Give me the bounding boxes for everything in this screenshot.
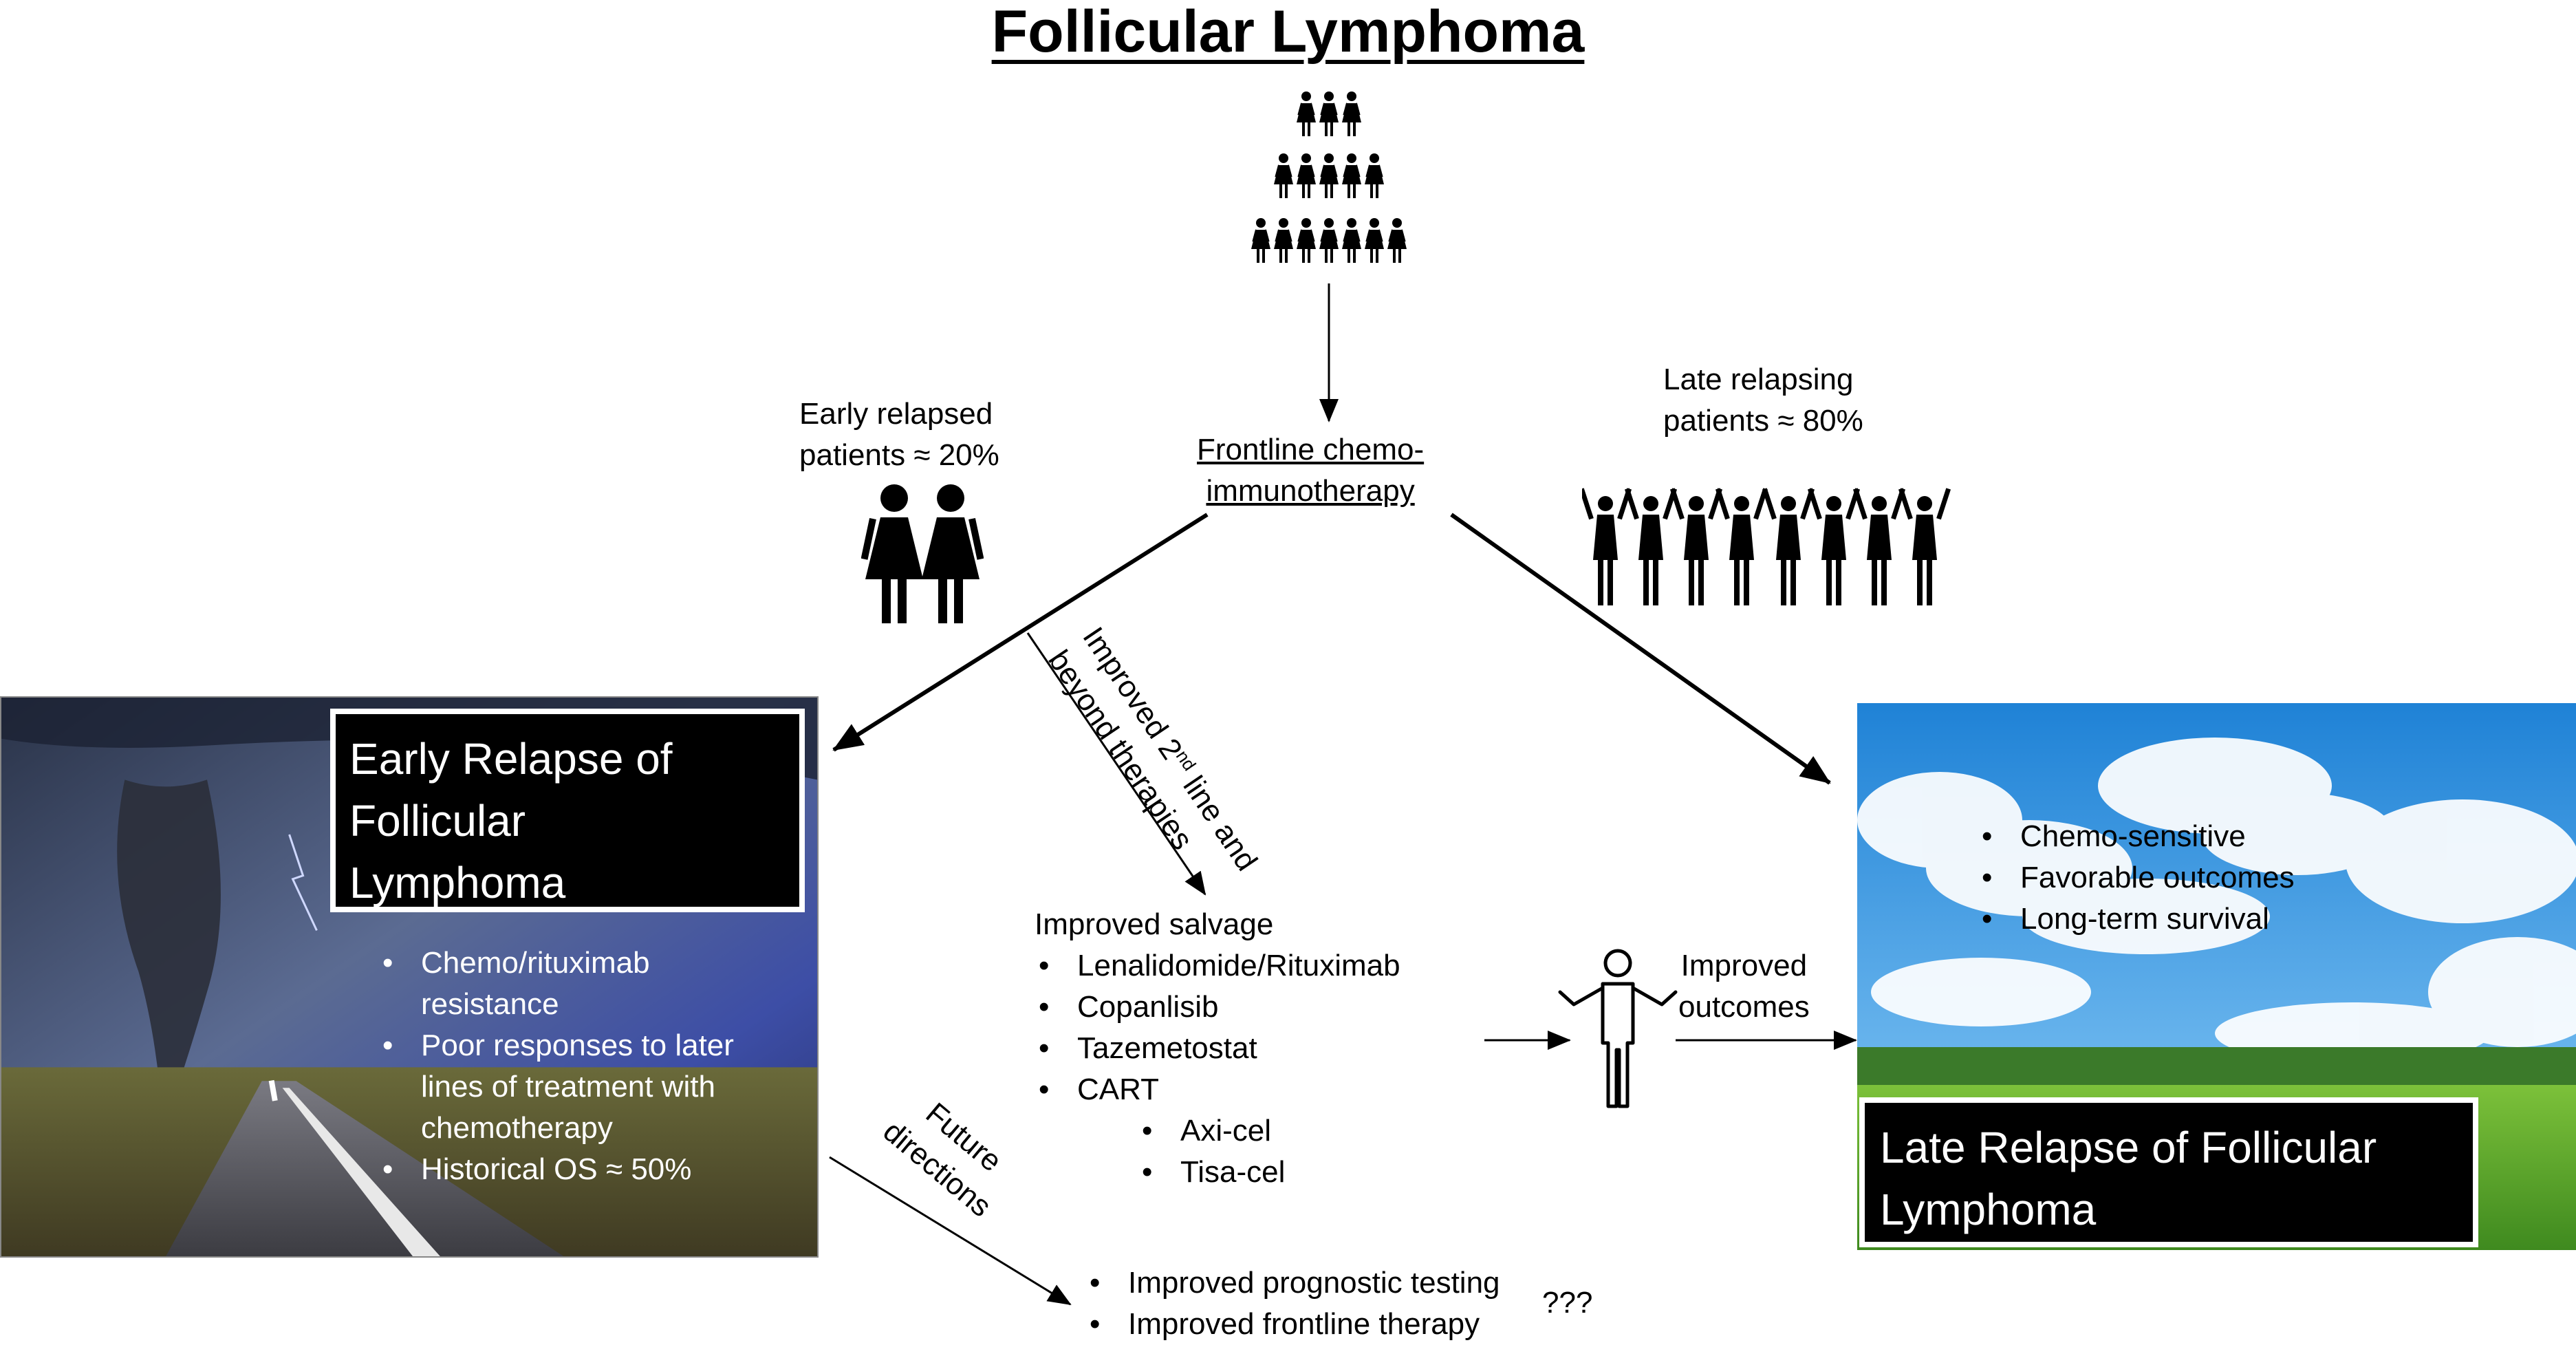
- improved-outcomes-line-2: outcomes: [1678, 990, 1810, 1024]
- arrow-to-salvage: [1026, 632, 1206, 896]
- salvage-title: Improved salvage: [1035, 907, 1274, 941]
- late-point-favorable-outcomes: Favorable outcomes: [1978, 857, 2295, 899]
- early-relapsed-line-2: patients ≈ 20%: [799, 438, 999, 472]
- improved-salvage-block: Improved salvage Lenalidomide/Rituximab …: [1035, 904, 1400, 1193]
- late-relapse-title-box: Late Relapse of Follicular Lymphoma: [1859, 1097, 2478, 1247]
- early-relapsed-line-1: Early relapsed: [799, 397, 993, 431]
- frontline-therapy-label: Frontline chemo- immunotherapy: [1197, 429, 1424, 512]
- cart-item-tisa-cel: Tisa-cel: [1138, 1152, 1400, 1193]
- future-item-prognostic-testing: Improved prognostic testing: [1085, 1262, 1500, 1304]
- frontline-line-1: Frontline chemo-: [1197, 433, 1425, 466]
- arrow-to-late-relapse: [1450, 513, 1831, 785]
- cheering-people-icon: [1582, 488, 1951, 605]
- frontline-line-2: immunotherapy: [1206, 474, 1415, 508]
- salvage-item-lenalidomide: Lenalidomide/Rituximab: [1035, 945, 1400, 987]
- late-box-line-2: Lymphoma: [1880, 1185, 2097, 1234]
- early-box-line-2: Follicular: [349, 796, 526, 846]
- question-marks: ???: [1542, 1286, 1593, 1320]
- future-directions-list: Improved prognostic testing Improved fro…: [1085, 1262, 1500, 1345]
- salvage-item-copanlisib: Copanlisib: [1035, 987, 1400, 1028]
- improved-outcomes-label: Improved outcomes: [1678, 945, 1810, 1028]
- two-people-icon: [861, 484, 984, 623]
- salvage-item-cart: CART: [1035, 1069, 1400, 1110]
- late-relapsing-line-2: patients ≈ 80%: [1663, 404, 1863, 438]
- late-relapsing-label: Late relapsing patients ≈ 80%: [1663, 359, 1863, 442]
- early-point-historical-os: Historical OS ≈ 50%: [378, 1149, 734, 1190]
- future-item-frontline-therapy: Improved frontline therapy: [1085, 1304, 1500, 1345]
- arrow-future-directions: [829, 1156, 1072, 1306]
- arrow-to-early-relapse: [832, 513, 1209, 752]
- late-relapsing-line-1: Late relapsing: [1663, 363, 1854, 396]
- late-relapse-points: Chemo-sensitive Favorable outcomes Long-…: [1978, 816, 2295, 940]
- late-point-chemo-sensitive: Chemo-sensitive: [1978, 816, 2295, 857]
- person-shrug-icon: [1558, 949, 1678, 1108]
- late-box-line-1: Late Relapse of Follicular: [1880, 1123, 2377, 1172]
- early-relapsed-label: Early relapsed patients ≈ 20%: [799, 394, 999, 476]
- people-pyramid-icon: [1251, 92, 1407, 263]
- salvage-item-tazemetostat: Tazemetostat: [1035, 1028, 1400, 1069]
- early-box-line-3: Lymphoma: [349, 858, 566, 907]
- late-point-long-term-survival: Long-term survival: [1978, 899, 2295, 940]
- cart-item-axi-cel: Axi-cel: [1138, 1110, 1400, 1152]
- early-relapse-title-box: Early Relapse of Follicular Lymphoma: [330, 709, 805, 912]
- page-title: Follicular Lymphoma: [991, 0, 1585, 65]
- improved-outcomes-line-1: Improved: [1680, 949, 1808, 982]
- early-box-line-1: Early Relapse of: [349, 734, 673, 784]
